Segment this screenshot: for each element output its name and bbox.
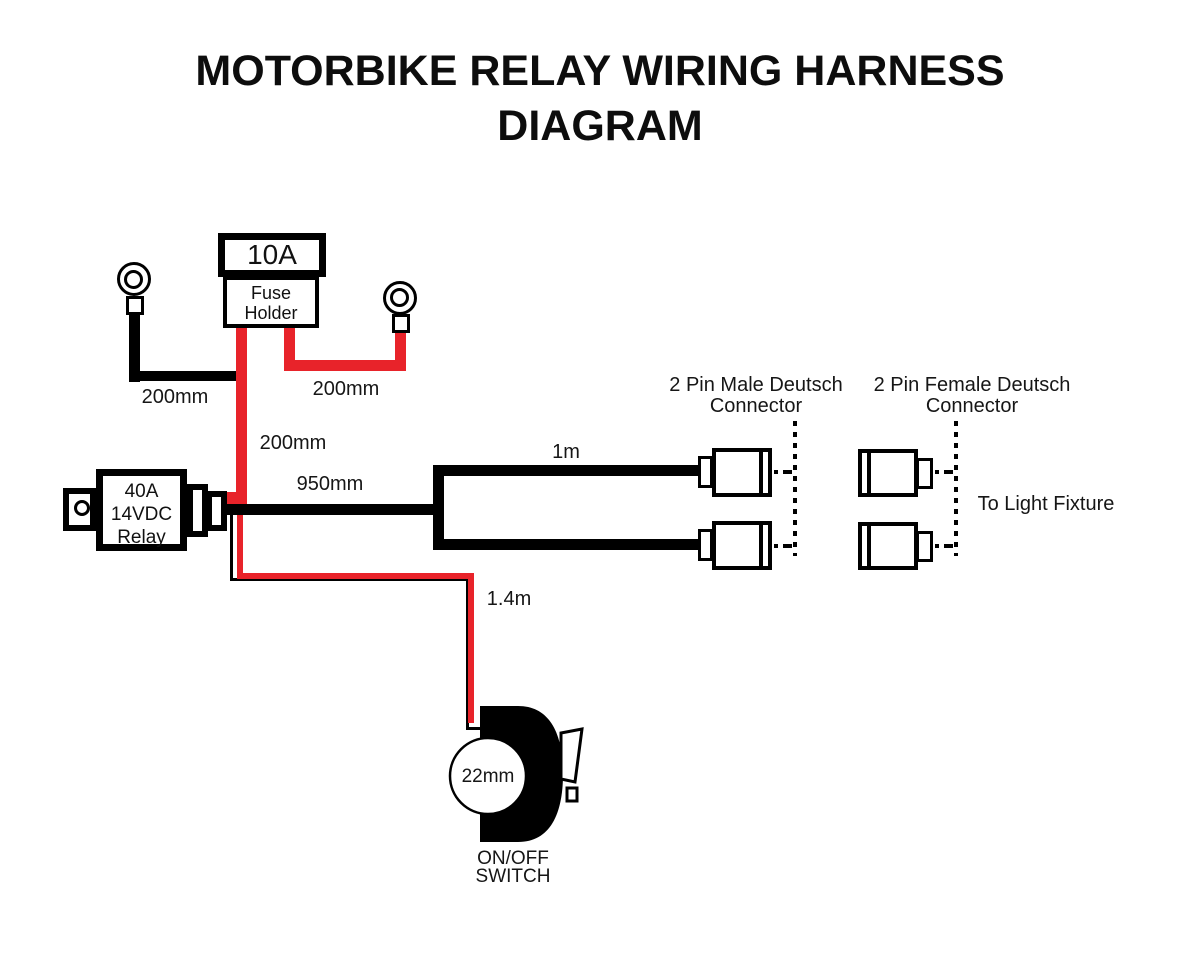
battery-wire-up [395, 330, 406, 371]
switch-wire-black-horiz [230, 578, 470, 581]
switch-terminal-tab [565, 786, 579, 803]
male-connector-label-line2: Connector [709, 395, 803, 417]
female-connector-bottom-seam [867, 526, 871, 566]
fuse-holder-label-line1: Fuse [250, 283, 292, 303]
male-connector-top [712, 448, 772, 497]
female-connector-top-stub [916, 458, 933, 489]
fuse-holder-box: Fuse Holder [223, 276, 319, 328]
female-bottom-mating-tick [935, 544, 953, 548]
ground-wire-length-label: 200mm [141, 386, 209, 408]
relay-label-line3: Relay [117, 527, 166, 548]
battery-wire-down [284, 327, 295, 371]
female-connector-bottom [858, 522, 918, 570]
fuse-rating-box: 10A [218, 233, 326, 277]
battery-wire-length-label: 200mm [312, 378, 380, 400]
page-title-line2: DIAGRAM [497, 102, 703, 150]
switch-toggle-lever [559, 727, 584, 784]
switch-caption-line2: SWITCH [475, 866, 551, 887]
ground-wire-vertical [129, 312, 140, 382]
branch-wire-top [443, 465, 698, 476]
female-top-mating-tick [935, 470, 953, 474]
male-connector-bottom-stub [698, 529, 713, 561]
branch-wire-bottom [443, 539, 698, 550]
ring-terminal-right-stem [392, 314, 410, 333]
switch-mount-circle [448, 736, 528, 816]
fuse-holder-label-line2: Holder [244, 303, 298, 323]
switch-wire-black-vert1 [230, 515, 233, 581]
relay-label-line1: 40A [124, 481, 159, 502]
male-connector-top-stub [698, 456, 713, 488]
female-connector-top-seam [867, 453, 871, 493]
male-bottom-mating-tick [774, 544, 792, 548]
switch-wire-black-jog [466, 727, 482, 730]
female-connector-label-line1: 2 Pin Female Deutsch [873, 374, 1071, 396]
switch-wire-red-horiz [237, 573, 474, 579]
switch-wire-length-label: 1.4m [486, 588, 532, 610]
relay-plug-inner [206, 491, 227, 531]
male-connector-top-seam [759, 452, 763, 493]
relay-plug-outer [187, 484, 208, 537]
switch-wire-red-vert1 [237, 515, 243, 579]
switch-caption: ON/OFF SWITCH [452, 848, 574, 887]
battery-wire-horizontal [284, 360, 406, 371]
relay-mount-hole [74, 500, 90, 516]
ring-terminal-left-stem [126, 296, 144, 315]
relay-output-length-label: 950mm [296, 473, 364, 495]
branch-length-label: 1m [552, 441, 580, 463]
fuse-to-relay-length-label: 200mm [259, 432, 327, 454]
female-connector-label-line2: Connector [925, 395, 1019, 417]
female-mating-dashed-line [954, 421, 958, 556]
relay-label-line2: 14VDC [110, 504, 173, 525]
ring-terminal-left-hole [124, 270, 143, 289]
female-connector-label: 2 Pin Female Deutsch Connector [872, 375, 1072, 417]
ring-terminal-right [383, 281, 417, 315]
switch-caption-line1: ON/OFF [477, 848, 549, 869]
male-mating-dashed-line [793, 421, 797, 556]
branch-split-bar [433, 465, 444, 550]
female-connector-bottom-stub [916, 531, 933, 562]
male-connector-bottom-seam [759, 525, 763, 566]
male-connector-label: 2 Pin Male Deutsch Connector [656, 375, 856, 417]
to-light-fixture-label: To Light Fixture [977, 493, 1115, 515]
switch-illustration [448, 706, 584, 842]
switch-wire-black-vert2 [466, 578, 469, 730]
page-title-line1: MOTORBIKE RELAY WIRING HARNESS [195, 47, 1005, 95]
male-connector-bottom [712, 521, 772, 570]
switch-wire-red-vert2 [468, 573, 474, 723]
female-connector-top [858, 449, 918, 497]
switch-size-label: 22mm [461, 766, 515, 787]
relay-output-wire [227, 504, 444, 515]
fuse-to-relay-wire [236, 327, 247, 505]
page-title: MOTORBIKE RELAY WIRING HARNESS DIAGRAM [0, 44, 1200, 154]
male-connector-label-line1: 2 Pin Male Deutsch [669, 374, 843, 396]
ring-terminal-right-hole [390, 288, 409, 307]
fuse-rating-label: 10A [247, 239, 297, 270]
ground-wire-horizontal [129, 371, 238, 381]
male-top-mating-tick [774, 470, 792, 474]
relay-box: 40A 14VDC Relay [96, 469, 187, 551]
fuse-to-relay-wire-elbow [227, 492, 241, 505]
